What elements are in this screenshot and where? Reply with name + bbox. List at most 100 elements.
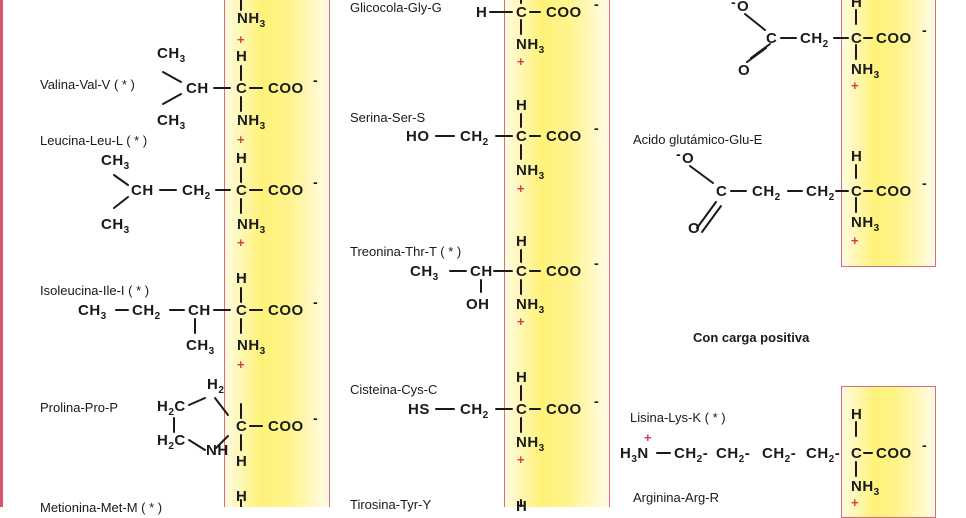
atom-coo: COO: [546, 4, 582, 21]
charge-minus: -: [313, 72, 318, 88]
atom-ch2: CH2: [132, 302, 161, 322]
label-lisina: Lisina-Lys-K ( * ): [630, 410, 726, 425]
charge-minus: -: [313, 174, 318, 190]
atom-ch: CH: [470, 263, 493, 280]
atom-ch2: CH2-: [806, 445, 841, 465]
charge-plus: +: [644, 430, 652, 445]
atom-h: H: [516, 369, 528, 386]
atom-c: C: [766, 30, 778, 47]
atom-c: C: [516, 401, 528, 418]
atom-coo: COO: [876, 30, 912, 47]
atom-h: H: [516, 233, 528, 250]
atom-c: C: [236, 80, 248, 97]
atom-ch: CH: [131, 182, 154, 199]
atom-h: H: [236, 48, 248, 65]
charge-minus: -: [313, 410, 318, 426]
charge-minus: -: [594, 393, 599, 409]
bond-lines: [113, 0, 873, 507]
atom-c: C: [516, 4, 528, 21]
atom-nh3: NH3: [516, 162, 545, 182]
atom-c: C: [516, 128, 528, 145]
atom-coo: COO: [876, 445, 912, 462]
atom-ch2: CH2: [460, 401, 489, 421]
atom-h: H: [236, 150, 248, 167]
atom-n: NH: [206, 442, 229, 459]
atom-nh3: NH3: [237, 216, 266, 236]
atom-ch2: CH2: [460, 128, 489, 148]
left-border: [0, 0, 3, 507]
atom-c: C: [236, 302, 248, 319]
charge-plus: +: [851, 495, 859, 510]
charge-minus: -: [676, 146, 681, 162]
charge-minus: -: [922, 437, 927, 453]
atom-c: C: [851, 183, 863, 200]
atom-ch3: CH3: [101, 216, 130, 236]
heading-carga-positiva: Con carga positiva: [693, 330, 810, 345]
atom-ch: CH: [186, 80, 209, 97]
atom-h: H: [851, 0, 863, 11]
atom-ch3: CH3: [78, 302, 107, 322]
atom-ch2: CH2: [752, 183, 781, 203]
label-leucina: Leucina-Leu-L ( * ): [40, 133, 148, 148]
atom-ch2: CH2-: [716, 445, 751, 465]
charge-minus: -: [922, 22, 927, 38]
atom-h: H: [236, 488, 248, 505]
label-valina: Valina-Val-V ( * ): [40, 77, 135, 92]
atom-nh3: NH3: [516, 434, 545, 454]
charge-plus: +: [237, 235, 245, 250]
atom-ch2: CH2-: [674, 445, 709, 465]
atom-h: H: [236, 453, 248, 470]
atom-ch3: CH3: [157, 112, 186, 132]
atom-oh: OH: [466, 296, 490, 313]
atom-ch2: CH2: [800, 30, 829, 50]
atom-o: O: [682, 150, 695, 167]
charge-plus: +: [851, 78, 859, 93]
atom-coo: COO: [268, 80, 304, 97]
atom-nh3: NH3: [237, 337, 266, 357]
atom-h2c: H2C: [157, 398, 186, 418]
atom-c: C: [236, 418, 248, 435]
atom-nh3: NH3: [237, 10, 266, 30]
atom-ch2: CH2-: [762, 445, 797, 465]
atom-coo: COO: [268, 182, 304, 199]
atom-c: C: [516, 263, 528, 280]
charge-plus: +: [517, 181, 525, 196]
charge-minus: -: [594, 120, 599, 136]
atom-coo: COO: [546, 128, 582, 145]
label-glicocola: Glicocola-Gly-G: [350, 0, 442, 15]
atom-coo: COO: [268, 302, 304, 319]
label-metionina: Metionina-Met-M ( * ): [40, 500, 163, 515]
charge-minus: -: [594, 255, 599, 271]
atom-ch3: CH3: [186, 337, 215, 357]
atom-coo: COO: [876, 183, 912, 200]
label-serina: Serina-Ser-S: [350, 110, 426, 125]
atom-nh3: NH3: [851, 478, 880, 498]
label-isoleucina: Isoleucina-Ile-I ( * ): [40, 283, 150, 298]
charge-minus: -: [731, 0, 736, 10]
atom-o: O: [688, 220, 701, 237]
atom-h: H: [851, 406, 863, 423]
atom-c: C: [716, 183, 728, 200]
amino-band-col3-bottom: [841, 386, 936, 518]
atom-ch3: CH3: [101, 152, 130, 172]
atom-coo: COO: [268, 418, 304, 435]
atom-o: O: [738, 62, 751, 79]
atom-h2c: H2C: [157, 432, 186, 452]
atom-c: C: [851, 30, 863, 47]
atom-nh3: NH3: [516, 36, 545, 56]
charge-plus: +: [237, 32, 245, 47]
atom-h2: H2: [207, 376, 225, 396]
atom-h: H: [516, 97, 528, 114]
label-glutamico: Acido glutámico-Glu-E: [633, 132, 763, 147]
charge-plus: +: [517, 314, 525, 329]
charge-plus: +: [237, 357, 245, 372]
label-tirosina: Tirosina-Tyr-Y: [350, 497, 432, 512]
atom-coo: COO: [546, 401, 582, 418]
charge-minus: -: [594, 0, 599, 12]
atom-ch3: CH3: [157, 45, 186, 65]
atom-ch3: CH3: [410, 263, 439, 283]
atom-c: C: [236, 182, 248, 199]
charge-plus: +: [851, 233, 859, 248]
charge-minus: -: [922, 175, 927, 191]
atom-nh3: NH3: [851, 61, 880, 81]
